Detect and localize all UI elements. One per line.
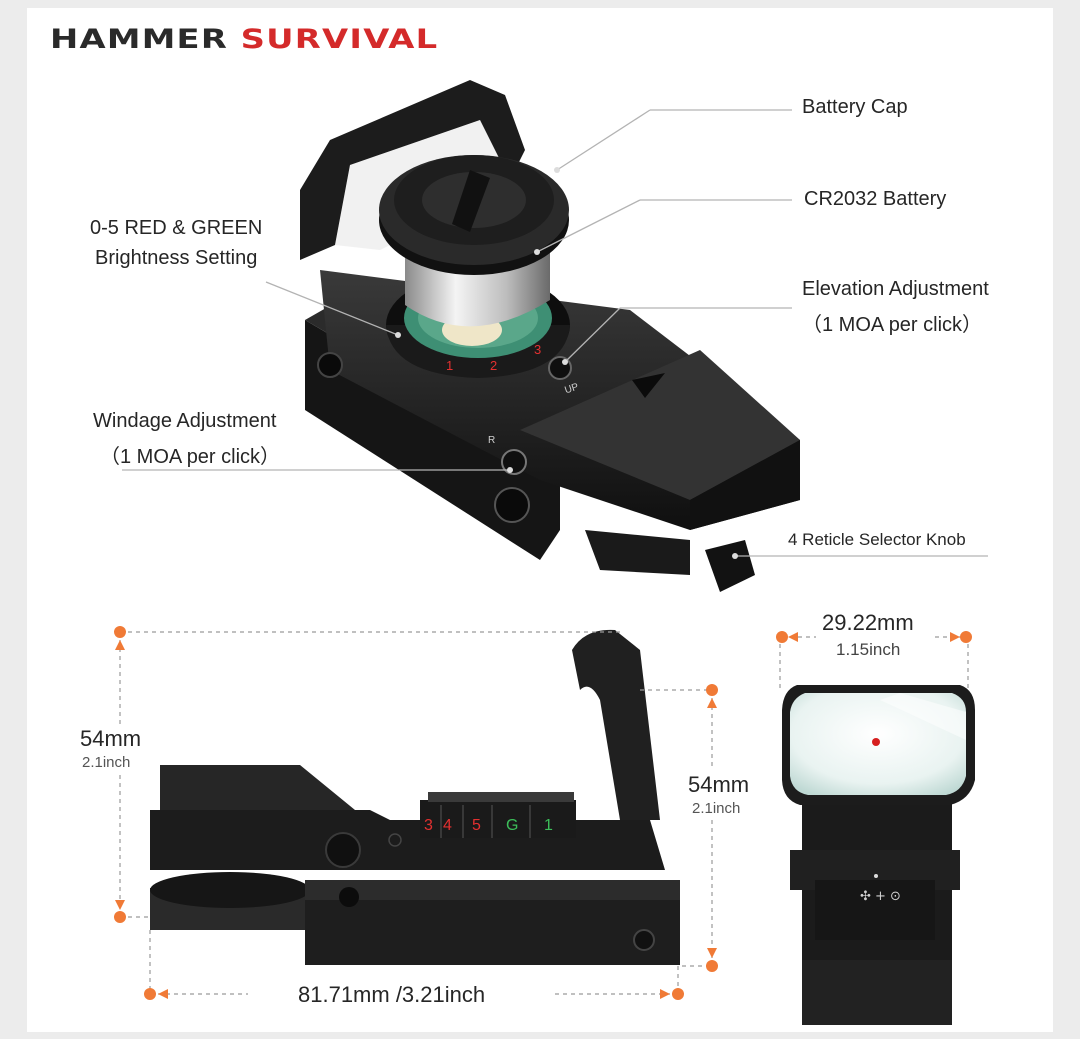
dial-number-2: 2 bbox=[490, 358, 497, 373]
red-dot-reticle bbox=[872, 738, 880, 746]
dimension-length: 81.71mm /3.21inch bbox=[298, 982, 486, 1007]
leader-battery-cap bbox=[556, 109, 651, 171]
callout-elevation-line1: Elevation Adjustment bbox=[802, 278, 989, 300]
callout-battery: CR2032 Battery bbox=[804, 188, 947, 210]
brand-name-part2: SURVIVAL bbox=[240, 24, 439, 55]
callout-brightness-line2: Brightness Setting bbox=[95, 247, 258, 269]
dimension-marker bbox=[114, 626, 126, 638]
dial-number-3: 3 bbox=[534, 342, 541, 357]
elevation-up-marking: UP bbox=[563, 381, 580, 396]
brand-logo: HAMMER SURVIVAL bbox=[50, 24, 438, 55]
callout-battery-cap: Battery Cap bbox=[802, 96, 908, 118]
brand-name-part1: HAMMER bbox=[50, 24, 229, 55]
callout-reticle-knob: 4 Reticle Selector Knob bbox=[788, 530, 966, 549]
side-dial-number-1: 1 bbox=[544, 817, 553, 834]
side-dial-letter-g: G bbox=[506, 817, 518, 834]
sight-side-view bbox=[150, 629, 680, 965]
side-dial-number-4: 4 bbox=[443, 817, 452, 834]
callout-windage-line1: Windage Adjustment bbox=[93, 410, 277, 432]
sight-front-view: ✣ + ⊙ bbox=[782, 685, 975, 1025]
dimension-width-inch: 1.15inch bbox=[836, 640, 901, 659]
side-dial-number-3: 3 bbox=[424, 817, 433, 834]
callout-windage-line2: （1 MOA per click） bbox=[100, 446, 281, 468]
dimension-width-mm: 29.22mm bbox=[822, 610, 914, 635]
leader-battery bbox=[536, 199, 641, 253]
leader-brightness bbox=[265, 281, 399, 336]
dimension-left-height-mm: 54mm bbox=[80, 726, 142, 751]
dial-number-1: 1 bbox=[446, 358, 453, 373]
leader-elevation bbox=[564, 307, 621, 363]
callout-elevation-line2: （1 MOA per click） bbox=[802, 314, 983, 336]
windage-r-marking: R bbox=[488, 435, 495, 446]
dimension-right-height-mm: 54mm bbox=[688, 772, 750, 797]
dimension-right-height-inch: 2.1inch bbox=[692, 800, 741, 817]
side-dial-number-5: 5 bbox=[472, 817, 481, 834]
dimension-left-height-inch: 2.1inch bbox=[82, 754, 131, 771]
callout-brightness-line1: 0-5 RED & GREEN bbox=[90, 217, 263, 239]
svg-text:✣ + ⊙: ✣ + ⊙ bbox=[860, 889, 901, 904]
sight-iso-view bbox=[300, 80, 800, 592]
